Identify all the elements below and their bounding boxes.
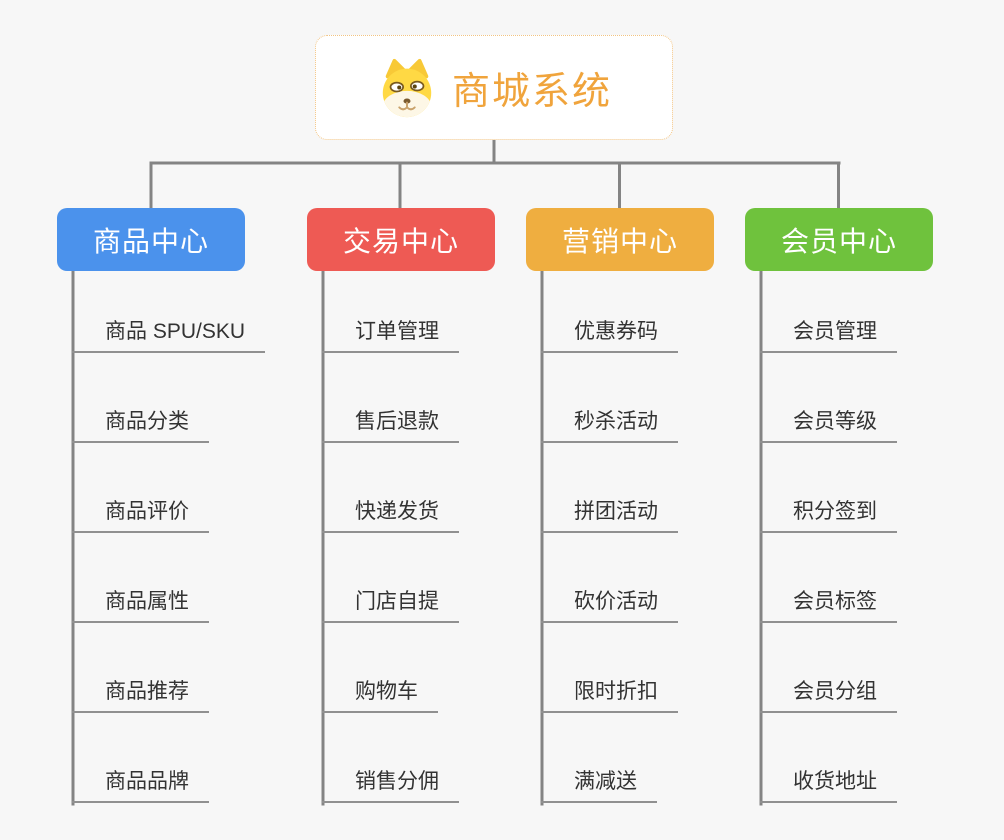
leaf-node-aftersale-refund[interactable]: 售后退款	[322, 399, 459, 443]
branch-children-product: 商品 SPU/SKU 商品分类 商品评价 商品属性 商品推荐 商品品牌	[72, 309, 266, 840]
leaf-node-product-attribute[interactable]: 商品属性	[72, 579, 209, 623]
root-title: 商城系统	[451, 71, 612, 113]
branch-node-product-center[interactable]: 商品中心	[57, 208, 245, 271]
branch-children-trade: 订单管理 售后退款 快递发货 门店自提 购物车 销售分佣	[322, 309, 459, 840]
leaf-node-member-level[interactable]: 会员等级	[760, 399, 897, 443]
leaf-node-product-review[interactable]: 商品评价	[72, 489, 209, 533]
branch-children-marketing: 优惠券码 秒杀活动 拼团活动 砍价活动 限时折扣 满减送	[541, 309, 678, 840]
leaf-node-points-checkin[interactable]: 积分签到	[760, 489, 897, 533]
leaf-node-coupon-code[interactable]: 优惠券码	[541, 309, 678, 353]
root-node[interactable]: 商城系统	[315, 35, 673, 140]
branch-node-marketing-center[interactable]: 营销中心	[526, 208, 714, 271]
leaf-node-member-tag[interactable]: 会员标签	[760, 579, 897, 623]
leaf-node-member-group[interactable]: 会员分组	[760, 669, 897, 713]
branch-node-trade-center[interactable]: 交易中心	[307, 208, 495, 271]
leaf-node-full-reduction[interactable]: 满减送	[541, 759, 657, 803]
leaf-node-flash-sale[interactable]: 秒杀活动	[541, 399, 678, 443]
leaf-node-limited-time-discount[interactable]: 限时折扣	[541, 669, 678, 713]
leaf-node-shipping-address[interactable]: 收货地址	[760, 759, 897, 803]
leaf-node-member-management[interactable]: 会员管理	[760, 309, 897, 353]
leaf-node-sales-commission[interactable]: 销售分佣	[322, 759, 459, 803]
branch-children-member: 会员管理 会员等级 积分签到 会员标签 会员分组 收货地址	[760, 309, 897, 840]
leaf-node-store-pickup[interactable]: 门店自提	[322, 579, 459, 623]
leaf-node-product-spu-sku[interactable]: 商品 SPU/SKU	[72, 309, 266, 353]
leaf-node-bargain-activity[interactable]: 砍价活动	[541, 579, 678, 623]
branch-node-member-center[interactable]: 会员中心	[745, 208, 933, 271]
leaf-node-group-buy[interactable]: 拼团活动	[541, 489, 678, 533]
leaf-node-shopping-cart[interactable]: 购物车	[322, 669, 438, 713]
dog-face-icon	[376, 57, 438, 119]
leaf-node-order-management[interactable]: 订单管理	[322, 309, 459, 353]
leaf-node-product-brand[interactable]: 商品品牌	[72, 759, 209, 803]
leaf-node-product-category[interactable]: 商品分类	[72, 399, 209, 443]
leaf-node-product-recommend[interactable]: 商品推荐	[72, 669, 209, 713]
leaf-node-express-delivery[interactable]: 快递发货	[322, 489, 459, 533]
